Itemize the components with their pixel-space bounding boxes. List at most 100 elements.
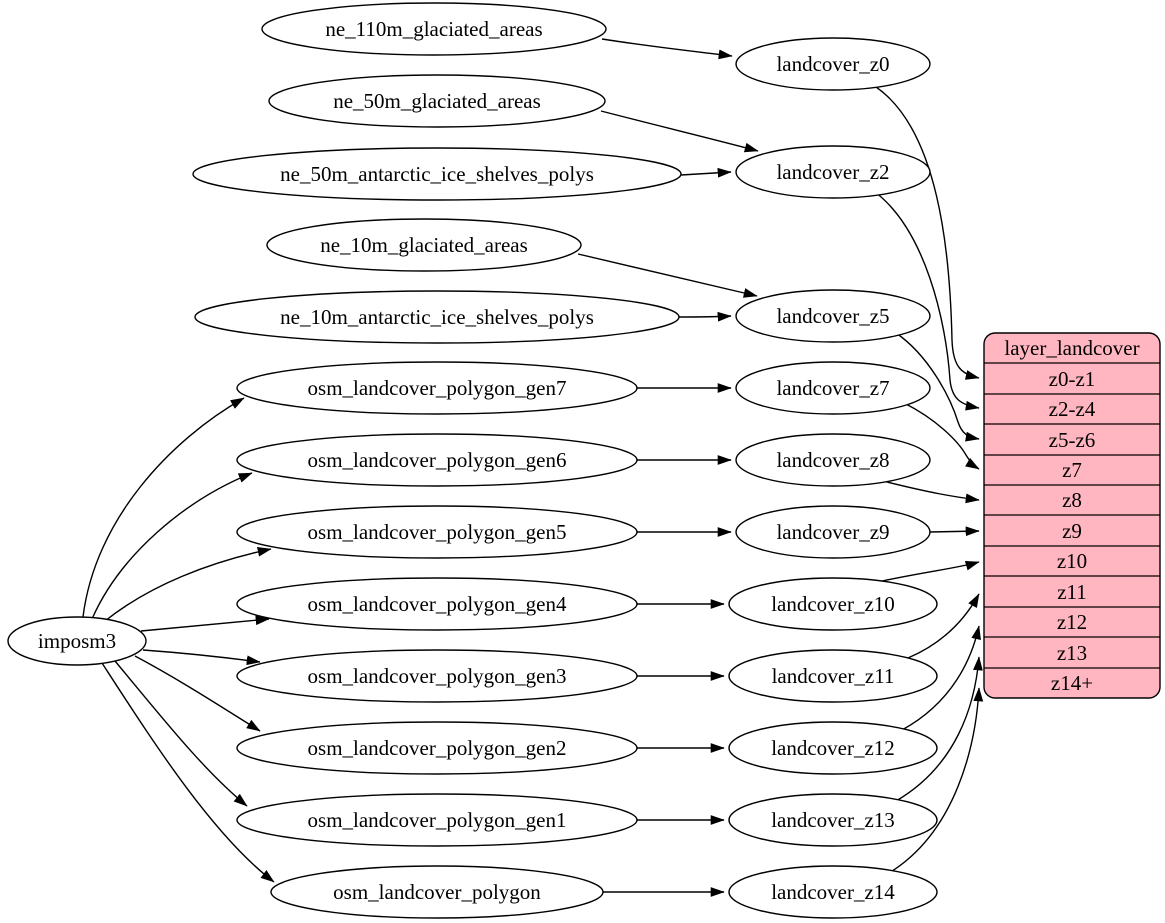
- node-shape: [735, 289, 931, 343]
- edge-ne110m-to-z0: [601, 38, 733, 60]
- node-landcover-z13: landcover_z13: [728, 793, 938, 847]
- node-imposm3: imposm3: [7, 616, 147, 666]
- node-shape: [728, 649, 938, 703]
- node-label: ne_10m_glaciated_areas: [320, 233, 528, 257]
- node-label: landcover_z2: [776, 160, 889, 184]
- table-row-z13: z13: [1057, 641, 1087, 665]
- table-row-z10: z10: [1057, 549, 1087, 573]
- edge-z10-to-row: [881, 560, 980, 582]
- node-landcover-z9: landcover_z9: [735, 505, 931, 559]
- table-title: layer_landcover: [1004, 336, 1139, 360]
- node-shape: [192, 147, 682, 201]
- edges-imposm3: [82, 397, 275, 883]
- node-shape: [236, 649, 638, 703]
- table-layer-landcover: layer_landcover z0-z1 z2-z4 z5-z6 z7 z8 …: [983, 332, 1161, 699]
- node-shape: [236, 433, 638, 487]
- edge-z2-to-row: [874, 191, 980, 411]
- edge-imposm3-to-gen1: [114, 660, 248, 807]
- node-landcover-z8: landcover_z8: [735, 433, 931, 487]
- node-label: osm_landcover_polygon_gen3: [308, 664, 567, 688]
- node-label: osm_landcover_polygon_gen7: [308, 376, 567, 400]
- edge-z9-to-row: [929, 526, 980, 537]
- node-landcover-z2: landcover_z2: [735, 145, 931, 199]
- node-shape: [735, 37, 931, 91]
- node-label: landcover_z14: [771, 880, 895, 904]
- table-row-z14plus: z14+: [1051, 671, 1093, 695]
- node-osm-landcover-polygon-gen5: osm_landcover_polygon_gen5: [236, 505, 638, 559]
- table-row-z8: z8: [1062, 488, 1082, 512]
- node-label: landcover_z8: [776, 448, 889, 472]
- edges-sources-to-stages: [577, 38, 759, 897]
- node-label: landcover_z10: [771, 592, 895, 616]
- node-label: ne_10m_antarctic_ice_shelves_polys: [280, 305, 594, 329]
- edge-imposm3-to-gen6: [91, 472, 253, 620]
- node-label: osm_landcover_polygon_gen1: [308, 808, 567, 832]
- node-landcover-z14: landcover_z14: [728, 865, 938, 919]
- table-row-z2-z4: z2-z4: [1049, 397, 1096, 421]
- edge-z14-to-row: [888, 687, 984, 874]
- node-shape: [735, 505, 931, 559]
- edge-ne50m-antarctic-to-z2: [680, 167, 732, 178]
- edge-imposm3-to-gen2: [134, 655, 261, 732]
- node-label: osm_landcover_polygon_gen6: [308, 448, 567, 472]
- edge-ne50m-glaciated-to-z2: [600, 110, 759, 153]
- node-imposm3-label: imposm3: [38, 629, 116, 653]
- node-shape: [270, 865, 604, 919]
- edge-z7-to-row: [903, 402, 980, 470]
- node-label: landcover_z13: [771, 808, 895, 832]
- node-ne-110m-glaciated-areas: ne_110m_glaciated_areas: [261, 2, 607, 56]
- node-label: ne_50m_glaciated_areas: [333, 89, 541, 113]
- node-osm-landcover-polygon-gen1: osm_landcover_polygon_gen1: [236, 793, 638, 847]
- edge-z11-to-row: [907, 593, 980, 659]
- table-row-z12: z12: [1057, 610, 1087, 634]
- edge-ne10m-glaciated-to-z5: [577, 253, 758, 298]
- node-shape: [728, 721, 938, 775]
- node-label: osm_landcover_polygon_gen4: [308, 592, 567, 616]
- node-imposm3-shape: [7, 616, 147, 666]
- node-shape: [728, 865, 938, 919]
- node-ne-10m-antarctic-ice-shelves-polys: ne_10m_antarctic_ice_shelves_polys: [194, 290, 680, 344]
- node-shape: [194, 290, 680, 344]
- node-osm-landcover-polygon-gen6: osm_landcover_polygon_gen6: [236, 433, 638, 487]
- node-label: landcover_z7: [776, 376, 889, 400]
- node-shape: [236, 793, 638, 847]
- node-shape: [735, 361, 931, 415]
- node-shape: [266, 218, 582, 272]
- node-shape: [735, 145, 931, 199]
- table-row-z0-z1: z0-z1: [1049, 367, 1096, 391]
- node-label: ne_110m_glaciated_areas: [325, 17, 542, 41]
- node-landcover-z5: landcover_z5: [735, 289, 931, 343]
- edge-imposm3-to-gen4: [140, 615, 270, 632]
- node-landcover-z10: landcover_z10: [728, 577, 938, 631]
- node-landcover-z0: landcover_z0: [735, 37, 931, 91]
- node-shape: [236, 505, 638, 559]
- node-osm-landcover-polygon-gen2: osm_landcover_polygon_gen2: [236, 721, 638, 775]
- table-row-z9: z9: [1062, 519, 1082, 543]
- edge-ne10m-antarctic-to-z5: [678, 311, 732, 322]
- node-ne-10m-glaciated-areas: ne_10m_glaciated_areas: [266, 218, 582, 272]
- node-shape: [261, 2, 607, 56]
- node-ne-50m-glaciated-areas: ne_50m_glaciated_areas: [268, 74, 606, 128]
- table-row-z7: z7: [1062, 458, 1082, 482]
- node-label: landcover_z11: [772, 664, 895, 688]
- node-label: landcover_z0: [776, 52, 889, 76]
- edge-z13-to-row: [895, 656, 983, 802]
- node-osm-landcover-polygon-gen4: osm_landcover_polygon_gen4: [236, 577, 638, 631]
- edge-imposm3-to-gen5: [104, 546, 272, 622]
- node-label: landcover_z12: [771, 736, 895, 760]
- node-label: osm_landcover_polygon_gen2: [308, 736, 567, 760]
- edge-z0-to-row: [875, 86, 980, 380]
- node-osm-landcover-polygon: osm_landcover_polygon: [270, 865, 604, 919]
- node-landcover-z12: landcover_z12: [728, 721, 938, 775]
- node-landcover-z7: landcover_z7: [735, 361, 931, 415]
- edge-z8-to-row: [878, 479, 980, 504]
- node-label: landcover_z9: [776, 520, 889, 544]
- edge-imposm3-to-gen7: [82, 397, 245, 618]
- table-row-z5-z6: z5-z6: [1049, 428, 1096, 452]
- node-shape: [728, 577, 938, 631]
- node-shape: [728, 793, 938, 847]
- node-osm-landcover-polygon-gen7: osm_landcover_polygon_gen7: [236, 361, 638, 415]
- node-ne-50m-antarctic-ice-shelves-polys: ne_50m_antarctic_ice_shelves_polys: [192, 147, 682, 201]
